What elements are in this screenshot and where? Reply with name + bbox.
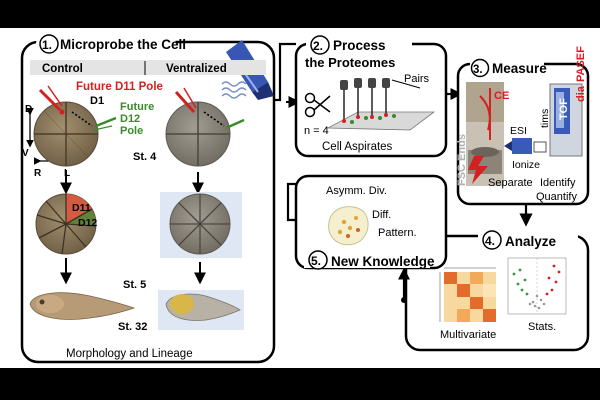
control-tadpole-st32 [29,292,136,320]
label-pattern: Pattern. [378,227,417,239]
mass-spec-icon [549,83,583,157]
control-embryo-st4 [33,85,117,167]
axis-v: V [22,148,29,159]
label-st4: St. 4 [133,151,157,163]
axis-d: D [25,104,32,115]
scissors-icon [304,92,331,118]
label-dia: dia [575,85,587,102]
label-ce: CE [494,90,509,102]
step2-badge [310,35,330,55]
panel4-title-bg [478,228,578,248]
top-black-band [0,0,600,28]
heatmap-icon [439,267,496,322]
label-tof: TOF [558,98,570,120]
label-tims: tims [539,109,551,128]
label-future-d11-pole: Future D11 Pole [76,81,163,93]
figure-canvas: 1. Microprobe the Cell Control Ventraliz… [0,28,600,368]
panel2-title-line2: the Proteomes [305,55,395,70]
step2-number: 2. [313,39,323,53]
panel2-title-bg [306,33,412,53]
label-asymm-div: Asymm. Div. [326,185,387,197]
label-diff: Diff. [372,209,391,221]
step1-number: 1. [42,38,52,52]
panel-microprobe: 1. Microprobe the Cell Control Ventraliz… [20,33,276,364]
panel5-title: New Knowledge [331,254,435,269]
workflow-diagram: 1. Microprobe the Cell Control Ventraliz… [20,33,590,364]
panel-analyze: 4. Analyze Multivariate [404,228,590,352]
step4-number: 4. [485,234,495,248]
label-esi: ESI [510,125,527,137]
step3-badge [470,58,490,78]
connector-5-loop [286,182,296,222]
column-header-band [30,60,266,75]
panel1-footer: Morphology and Lineage [66,348,193,360]
panel1-title: Microprobe the Cell [60,37,186,52]
panel1-title-bg [36,33,176,55]
label-st5: St. 5 [123,279,146,291]
bottom-black-band [0,368,600,400]
ventralized-embryo-st4 [165,87,245,167]
label-pairs: Pairs [404,73,430,85]
label-ionize: Ionize [512,159,540,171]
label-n4: n = 4 [304,125,329,137]
label-d11: D11 [72,202,91,214]
axis-r: R [34,168,42,179]
label-pole: Pole [120,125,143,137]
step5-badge [308,250,328,270]
step1-badge [39,34,59,54]
step5-number: 5. [311,254,321,268]
label-d1: D1 [90,95,104,107]
ventralized-tadpole-st32 [165,293,241,321]
pairs-pointer [391,79,421,89]
col-ventralized: Ventralized [166,63,227,75]
panel4-title: Analyze [505,234,557,249]
connector-dot [401,297,407,303]
axis-l: L [64,168,70,179]
panel3-title: Measure [492,61,547,76]
label-identify: Identify [540,177,576,189]
label-separate: Separate [488,177,533,189]
label-st32: St. 32 [118,321,147,333]
label-cell-aspirates: Cell Aspirates [322,141,393,153]
panel5-title-bg [304,248,430,268]
col-control: Control [42,63,83,75]
label-d12-cell: D12 [78,217,97,229]
panel-measure: 3. Measure CE Separate FSC Ends ESI Ioni… [456,46,590,206]
ce-capillary [479,88,491,140]
panel-new-knowledge: 5. New Knowledge Asymm. Div. Diff. Patte… [294,174,448,270]
panel2-title-line1: Process [333,38,386,53]
ventralized-embryo-st5 [169,193,231,255]
step4-badge [482,230,502,250]
label-future: Future [120,101,154,113]
voltage-icon [468,156,488,184]
esi-source-icon [504,138,547,154]
connector-1-2 [274,42,296,102]
step3-number: 3. [473,64,483,76]
label-fsc-ends: FSC Ends [456,134,468,186]
label-d12: D12 [120,113,140,125]
label-stats: Stats. [528,321,556,333]
uv-light-icon [221,81,247,99]
control-embryo-st5: D11 D12 [35,193,97,255]
label-pasef: PASEF [575,46,587,82]
label-multivariate: Multivariate [440,329,496,341]
label-quantify: Quantify [536,191,577,203]
volcano-plot-icon [507,257,567,315]
aspirate-tray [326,78,436,131]
cell-cluster-icon [328,206,369,246]
panel-process: 2. Process the Proteomes Pairs [294,33,448,158]
